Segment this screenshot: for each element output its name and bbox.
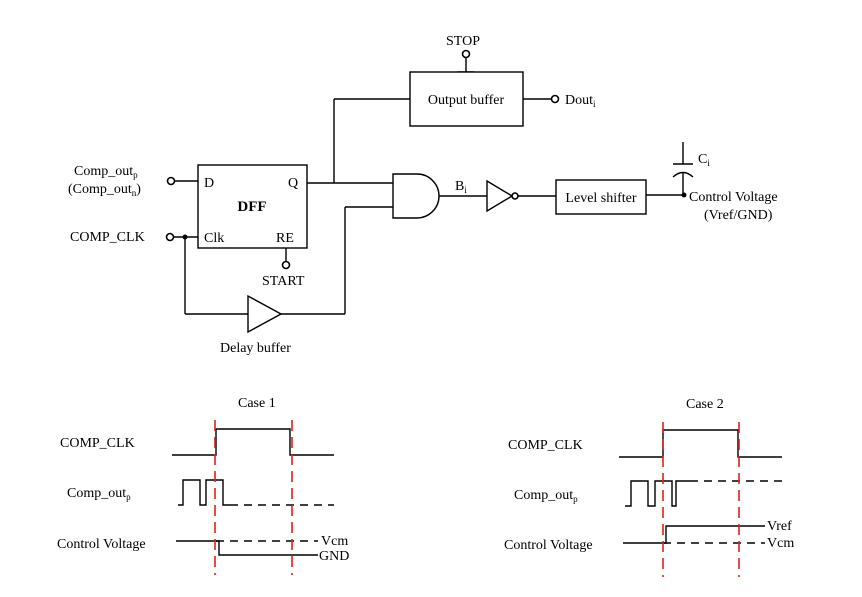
cap-bottom-plate	[672, 171, 694, 178]
dff-block	[197, 164, 308, 249]
case2-comp-out-label: Comp_outp	[514, 488, 578, 504]
dff-d-label: D	[204, 176, 214, 191]
case2-control-voltage-label: Control Voltage	[504, 538, 593, 553]
case1-cv-gnd-wave	[216, 540, 318, 556]
dout-label: Douti	[565, 93, 596, 109]
case1-comp-out-label: Comp_outp	[67, 486, 131, 502]
dff-re-label: RE	[276, 231, 294, 246]
dff-q-label: Q	[288, 176, 298, 191]
stop-label: STOP	[446, 34, 480, 49]
and-gate	[392, 173, 440, 219]
case2-clk-wave	[619, 429, 782, 458]
case1-clk-wave	[172, 428, 334, 456]
start-label: START	[262, 274, 305, 289]
delay-buffer-label: Delay buffer	[220, 341, 291, 356]
comp-out-alt-label: (Comp_outn)	[68, 182, 141, 198]
delay-buffer	[247, 294, 283, 334]
case2-cv-vref-wave	[663, 525, 765, 544]
dff-label: DFF	[237, 199, 266, 215]
case1-comp-out-wave	[178, 479, 230, 506]
level-shifter-block	[555, 179, 647, 215]
control-voltage-label: Control Voltage	[689, 190, 778, 205]
comp-clk-label: COMP_CLK	[70, 230, 145, 245]
comp-out-label: Comp_outp	[74, 164, 138, 180]
output-buffer-label: Output buffer	[428, 93, 505, 108]
stop-pin	[461, 49, 471, 59]
inverter	[486, 179, 514, 213]
case1-gnd-label: GND	[319, 549, 349, 564]
comp-clk-pin	[165, 232, 175, 242]
start-pin	[281, 260, 291, 270]
ci-label: Ci	[698, 152, 710, 168]
inverter-bubble	[511, 192, 519, 200]
case1-control-voltage-label: Control Voltage	[57, 537, 146, 552]
bi-label: Bi	[455, 179, 467, 195]
case2-title: Case 2	[686, 397, 724, 412]
case1-comp-clk-label: COMP_CLK	[60, 436, 135, 451]
level-shifter-label: Level shifter	[565, 191, 636, 206]
case1-title: Case 1	[238, 396, 276, 411]
control-voltage-range: (Vref/GND)	[704, 208, 773, 223]
case2-vref-label: Vref	[767, 519, 792, 534]
dff-clk-label: Clk	[204, 231, 224, 246]
case2-vcm-label: Vcm	[767, 536, 794, 551]
dout-pin	[550, 94, 560, 104]
case2-comp-clk-label: COMP_CLK	[508, 438, 583, 453]
cv-junction	[681, 192, 687, 198]
comp-out-pin	[166, 176, 176, 186]
case1-vcm-label: Vcm	[321, 534, 348, 549]
case2-comp-out-wave	[625, 480, 690, 507]
